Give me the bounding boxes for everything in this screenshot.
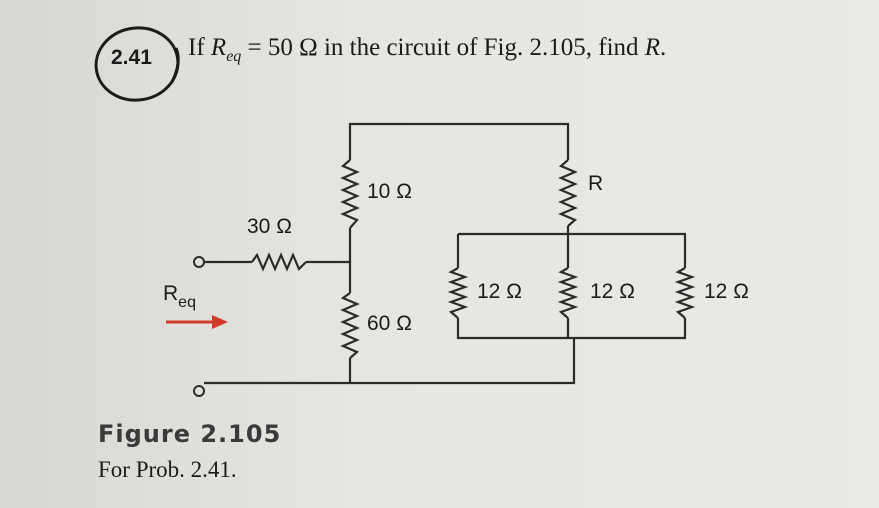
resistor-12-ohm-left (447, 267, 469, 319)
label-30-ohm: 30 Ω (247, 215, 292, 238)
problem-number: 2.41 (111, 46, 152, 69)
label-12-ohm-middle: 12 Ω (590, 280, 635, 303)
problem-prefix: If (188, 34, 211, 61)
problem-end: . (660, 34, 667, 61)
problem-unknown: R (644, 34, 661, 61)
figure-title: Figure 2.105 (98, 420, 282, 448)
req-arrowhead-icon (212, 315, 228, 329)
wire-bottom (204, 338, 576, 385)
problem-equation: = 50 Ω in the circuit of Fig. 2.105, fin… (241, 34, 645, 61)
wire-network-bottom (456, 318, 687, 340)
resistor-10-ohm (340, 159, 360, 229)
label-12-ohm-right: 12 Ω (704, 280, 749, 303)
label-10-ohm: 10 Ω (367, 180, 412, 203)
resistor-R (558, 159, 578, 227)
terminal-top (193, 256, 205, 268)
req-symbol: Req (210, 34, 242, 65)
resistor-12-ohm-right (674, 267, 696, 319)
terminal-bottom (193, 385, 205, 397)
label-60-ohm: 60 Ω (367, 312, 412, 335)
label-12-ohm-left: 12 Ω (477, 280, 522, 303)
wire-10-to-top (348, 122, 570, 160)
label-R: R (588, 172, 603, 195)
resistor-30-ohm (251, 252, 307, 272)
problem-statement: If Req = 50 Ω in the circuit of Fig. 2.1… (188, 34, 666, 66)
wire-network-top (458, 232, 687, 268)
figure-caption: For Prob. 2.41. (98, 457, 237, 482)
resistor-12-ohm-middle (557, 267, 579, 319)
resistor-60-ohm (340, 292, 360, 359)
req-input-label: Req (163, 282, 196, 311)
circle-tail (170, 47, 180, 83)
